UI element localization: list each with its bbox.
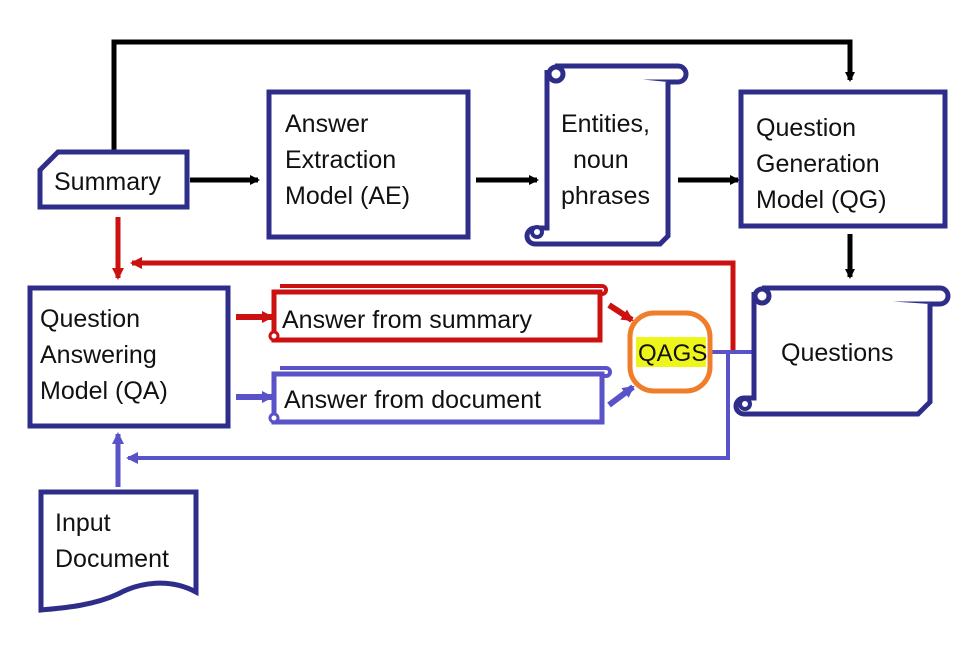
questions-scroll-curl-top — [752, 286, 772, 306]
qa-label-line-3: Model (QA) — [40, 377, 168, 405]
answer-summary-node: Answer from summary — [268, 284, 608, 343]
black-arrows — [111, 39, 855, 279]
qags-node: QAGS — [627, 310, 713, 394]
ae-node: Answer Extraction Model (AE) — [266, 89, 471, 240]
input-document-node: Input Document — [38, 489, 199, 613]
answer-document-box — [271, 371, 605, 425]
input-document-shape — [38, 489, 199, 613]
summary-node: Summary — [37, 149, 190, 210]
arrow-answer-summary-to-qags — [607, 302, 634, 323]
entities-label-line-3: phrases — [561, 182, 650, 210]
qags-highlight — [636, 337, 706, 367]
qa-node: Question Answering Model (QA) — [27, 285, 231, 429]
entities-label-line-2: noun — [573, 146, 629, 174]
questions-node: Questions — [733, 285, 951, 417]
ae-label-line-2: Extraction — [285, 146, 396, 174]
questions-label: Questions — [781, 339, 894, 367]
qg-node: Question Generation Model (QG) — [738, 89, 948, 229]
red-arrows — [112, 217, 736, 352]
input-document-label-line-2: Document — [55, 545, 169, 573]
input-document-label-line-1: Input — [55, 509, 111, 537]
answer-summary-curl — [268, 330, 280, 342]
qa-label-line-2: Answering — [40, 341, 157, 369]
answer-summary-label: Answer from summary — [282, 306, 533, 334]
answer-document-curl — [268, 412, 280, 424]
entities-scroll-curl-top — [546, 64, 566, 84]
qg-label-line-1: Question — [756, 114, 856, 142]
arrow-answer-document-to-qags — [607, 384, 635, 408]
qa-label-line-1: Question — [40, 305, 140, 333]
arrow-summary-to-qg — [111, 39, 855, 152]
arrow-questions-to-qa-red — [130, 257, 736, 352]
questions-scroll-curl-bottom — [738, 397, 752, 411]
summary-shape — [37, 149, 190, 210]
answer-document-node: Answer from document — [268, 366, 612, 425]
qg-label-line-2: Generation — [756, 150, 880, 178]
answer-document-label: Answer from document — [284, 386, 541, 414]
qg-label-line-3: Model (QG) — [756, 186, 887, 214]
qags-label: QAGS — [638, 340, 707, 367]
qg-box — [738, 89, 948, 229]
entities-label-line-1: Entities, — [561, 110, 650, 138]
ae-box — [266, 89, 471, 240]
ae-label-line-1: Answer — [285, 110, 368, 138]
ae-label-line-3: Model (AE) — [285, 182, 410, 210]
qa-box — [27, 285, 231, 429]
answer-summary-box — [271, 289, 603, 343]
entities-scroll-curl-bottom — [530, 225, 544, 239]
summary-label: Summary — [54, 168, 161, 196]
entities-node: Entities, noun phrases — [524, 63, 689, 247]
